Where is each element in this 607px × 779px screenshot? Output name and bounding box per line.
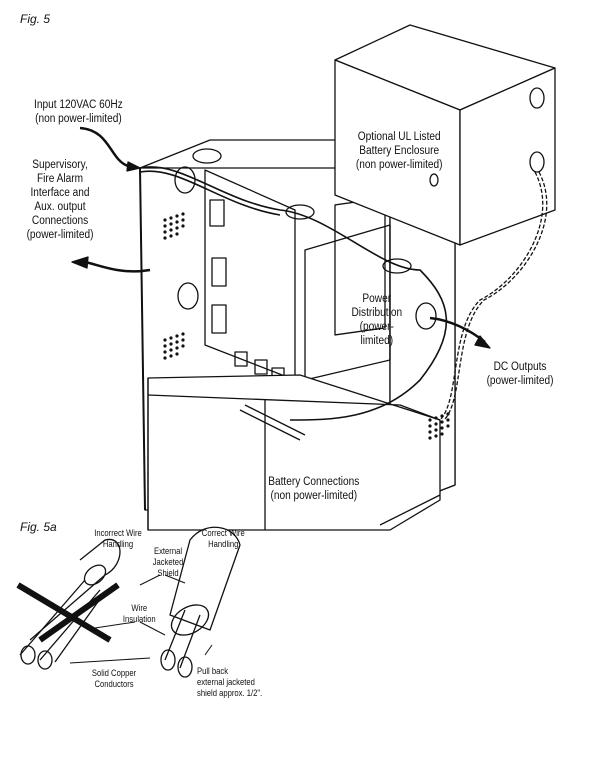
label-line: (power-limited) — [486, 375, 554, 387]
wire-insulation-label: Wire Insulation — [123, 603, 156, 625]
label-line: (non power-limited) — [270, 490, 358, 502]
label-line: (non power-limited) — [35, 113, 122, 125]
label-line: External — [153, 546, 183, 556]
pull-back-shield-note: Pull back external jacketed shield appro… — [197, 666, 262, 699]
main-cabinet — [139, 139, 456, 531]
incorrect-wire-handling-label: Incorrect Wire Handling — [94, 528, 142, 550]
label-line: (power-limited) — [26, 229, 94, 241]
label-line: Battery Connections — [268, 476, 360, 488]
incorrect-wire-drawing — [16, 538, 121, 670]
label-line: Input 120VAC 60Hz — [34, 99, 123, 111]
battery-connections-label: Battery Connections (non power-limited) — [268, 475, 359, 503]
dc-outputs-label: DC Outputs (power-limited) — [487, 360, 554, 388]
label-line: external jacketed — [197, 677, 255, 687]
correct-wire-handling-label: Correct Wire Handling — [202, 528, 245, 550]
battery-enclosure-label: Optional UL Listed Battery Enclosure (no… — [356, 130, 443, 172]
label-line: Power — [362, 293, 392, 305]
battery-enclosure — [334, 24, 556, 246]
label-line: Conductors — [94, 679, 134, 689]
label-line: Insulation — [122, 614, 156, 624]
label-line: Correct Wire — [201, 528, 245, 538]
label-line: Fire Alarm — [36, 173, 84, 185]
label-line: Connections — [31, 215, 89, 227]
label-line: shield approx. 1/2". — [197, 688, 263, 698]
label-line: (non power-limited) — [355, 159, 443, 171]
label-line: (power- — [359, 321, 394, 333]
correct-wire-drawing — [160, 526, 241, 678]
figure-5a-title: Fig. 5a — [20, 520, 57, 534]
label-line: Aux. output — [34, 201, 86, 213]
label-line: Handling — [208, 539, 239, 549]
label-line: Shield — [157, 568, 179, 578]
label-line: Handling — [102, 539, 134, 549]
label-line: limited) — [360, 335, 394, 347]
label-line: Pull back — [197, 666, 229, 676]
label-line: Incorrect Wire — [94, 528, 142, 538]
input-power-label: Input 120VAC 60Hz (non power-limited) — [34, 98, 123, 126]
label-line: DC Outputs — [493, 361, 547, 373]
label-line: Distribution — [351, 307, 403, 319]
label-line: Battery Enclosure — [359, 145, 440, 157]
power-distribution-label: Power Distribution (power- limited) — [351, 292, 402, 348]
label-line: Optional UL Listed — [357, 131, 441, 143]
label-line: Wire — [131, 603, 148, 613]
solid-copper-conductors-label: Solid Copper Conductors — [92, 668, 136, 690]
label-line: Jacketed — [152, 557, 184, 567]
label-line: Interface and — [30, 187, 90, 199]
figure-5-title: Fig. 5 — [20, 12, 51, 26]
supervisory-connections-label: Supervisory, Fire Alarm Interface and Au… — [27, 158, 94, 242]
label-line: Solid Copper — [91, 668, 137, 678]
label-line: Supervisory, — [32, 159, 88, 171]
external-jacketed-shield-label: External Jacketed Shield — [153, 546, 184, 579]
vent-holes — [163, 212, 450, 440]
